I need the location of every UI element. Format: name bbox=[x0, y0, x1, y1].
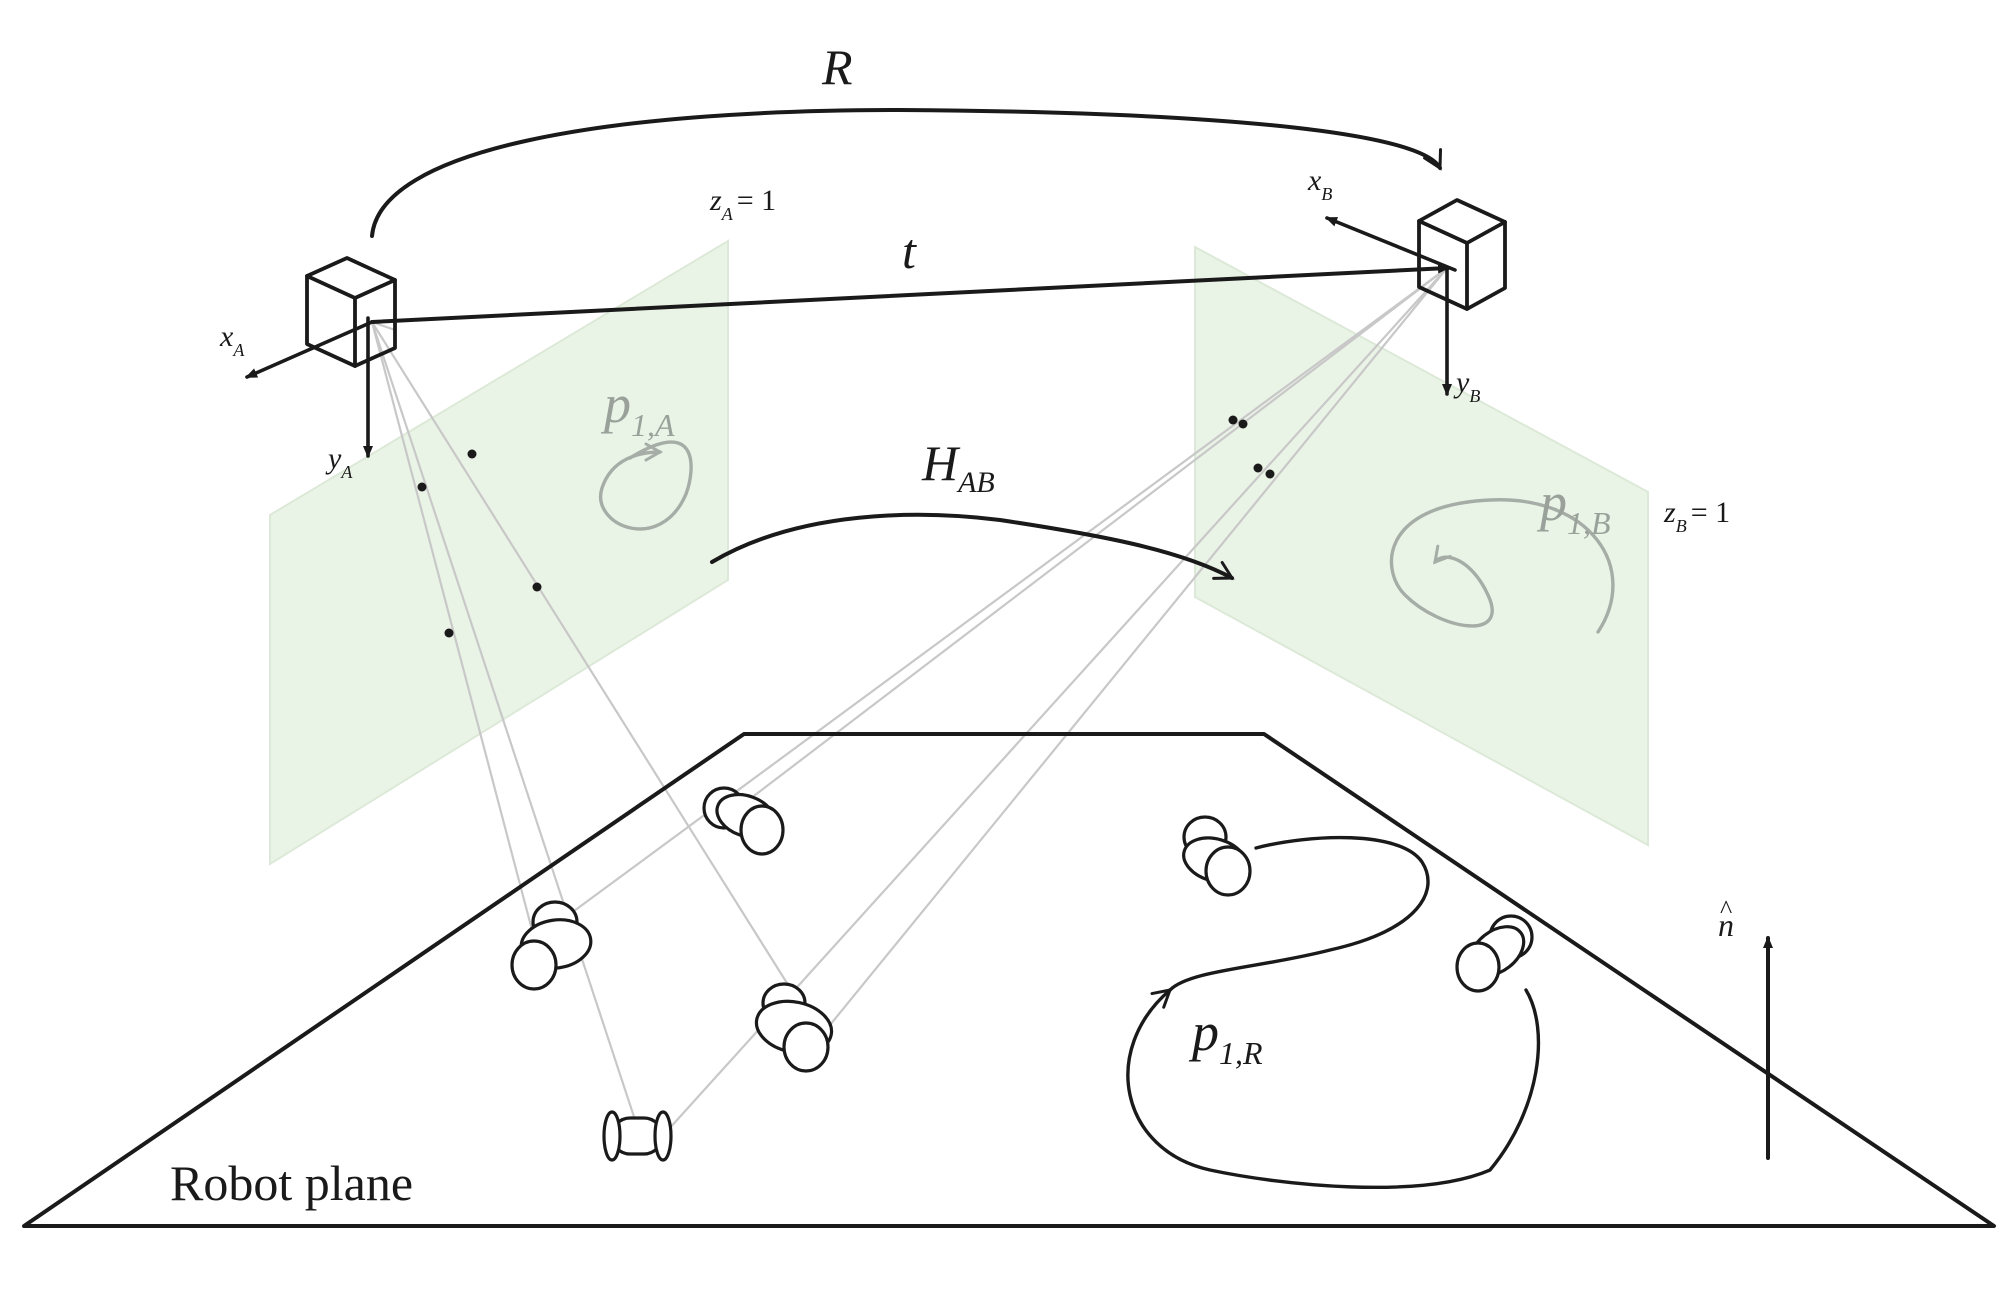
translation-arrow bbox=[370, 263, 1450, 324]
projection-rays-b bbox=[554, 267, 1448, 1131]
robot-6 bbox=[602, 1110, 673, 1162]
label-p1a: p1,A bbox=[600, 374, 675, 443]
trajectory-robot bbox=[1126, 988, 1541, 1190]
image-plane-a bbox=[269, 239, 729, 866]
camera-b bbox=[1417, 198, 1507, 311]
label-translation: t bbox=[902, 223, 917, 279]
axis-x-b bbox=[1325, 216, 1457, 272]
label-p1r: p1,R bbox=[1188, 1002, 1263, 1071]
rotation-arrow bbox=[370, 108, 1442, 238]
label-z-b: zB= 1 bbox=[1663, 496, 1730, 536]
label-robot-plane: Robot plane bbox=[170, 1155, 413, 1211]
label-rotation: R bbox=[821, 39, 853, 95]
trajectory-robot-tail bbox=[1168, 835, 1430, 992]
label-normal: n bbox=[1718, 907, 1734, 943]
image-plane-b bbox=[1194, 245, 1649, 847]
homography-arrow bbox=[710, 512, 1235, 580]
trajectory-image-b bbox=[1389, 498, 1615, 634]
robot-2 bbox=[510, 900, 593, 991]
axis-x-a bbox=[245, 320, 374, 379]
robot-3 bbox=[754, 982, 834, 1073]
label-x-a: xA bbox=[219, 320, 245, 360]
label-x-b: xB bbox=[1307, 164, 1332, 204]
label-z-a: zA= 1 bbox=[709, 184, 776, 224]
image-points bbox=[417, 415, 1275, 638]
trajectory-image-a bbox=[598, 440, 693, 531]
label-homography-sub: AB bbox=[956, 466, 995, 499]
label-p1b: p1,B bbox=[1536, 472, 1611, 541]
robot-1 bbox=[702, 786, 785, 856]
camera-a bbox=[305, 256, 397, 368]
label-homography: HAB bbox=[921, 435, 995, 499]
robot-plane bbox=[22, 732, 1996, 1228]
robot-5 bbox=[1455, 914, 1534, 993]
label-y-a: yA bbox=[325, 442, 353, 482]
label-homography-main: H bbox=[921, 435, 961, 491]
label-normal-hat: ^ bbox=[1720, 895, 1732, 924]
label-y-b: yB bbox=[1453, 366, 1480, 406]
robot-4 bbox=[1182, 815, 1252, 897]
